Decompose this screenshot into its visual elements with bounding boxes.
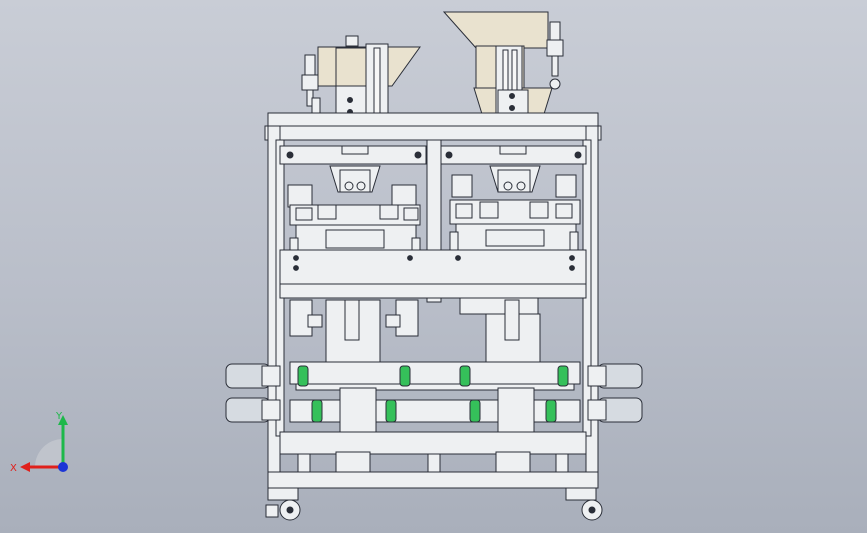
motor-left-lower[interactable] [225, 397, 281, 423]
upper-module-left[interactable] [287, 165, 421, 253]
hopper-right[interactable] [442, 11, 564, 128]
rollers-lower [311, 399, 557, 423]
motor-right-lower[interactable] [587, 397, 643, 423]
caster-left[interactable] [265, 487, 301, 521]
coordinate-triad-icon: Y X [10, 411, 68, 474]
hopper-left[interactable] [301, 35, 421, 129]
x-axis-label: X [10, 463, 17, 474]
lower-module-right[interactable] [459, 297, 541, 363]
base-beam [279, 431, 587, 455]
rollers-upper [297, 365, 569, 387]
motor-right-upper[interactable] [587, 363, 643, 389]
upper-module-right[interactable] [449, 165, 581, 251]
lower-module-left[interactable] [289, 299, 419, 363]
motor-left-upper[interactable] [225, 363, 281, 389]
mid-beam [279, 249, 587, 285]
y-axis-label: Y [55, 411, 63, 422]
caster-right[interactable] [565, 487, 603, 521]
top-plate[interactable] [267, 112, 599, 127]
conveyor-rail [289, 361, 581, 385]
